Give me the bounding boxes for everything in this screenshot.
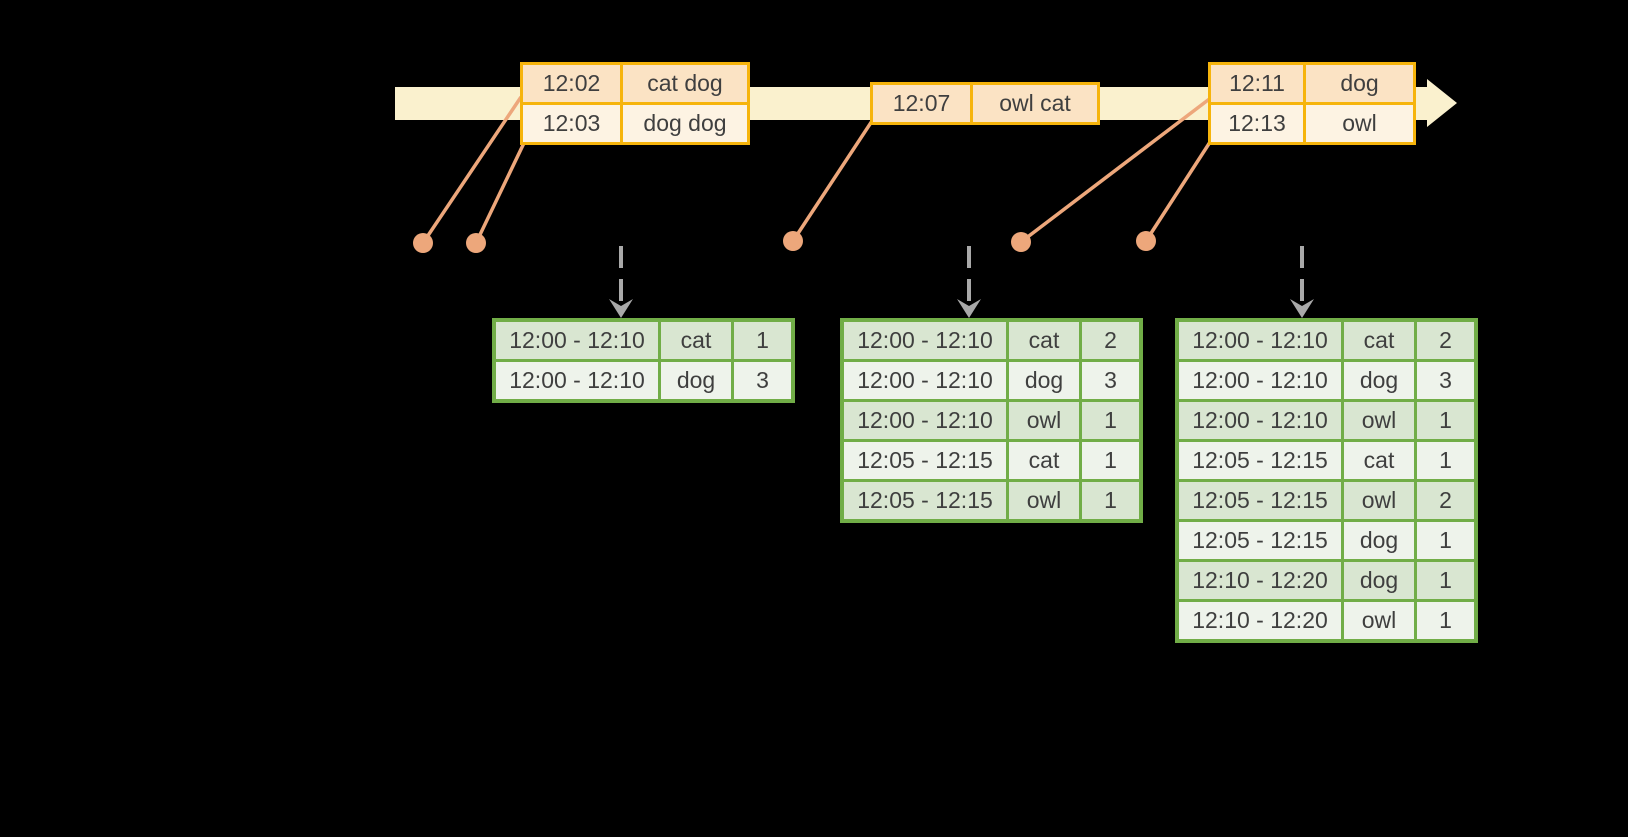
table-cell: 1 — [1079, 399, 1143, 442]
table-cell: 1 — [1414, 599, 1478, 643]
table-cell: owl — [1006, 399, 1082, 442]
table-cell: 1 — [731, 318, 795, 362]
table-cell: 2 — [1414, 318, 1478, 362]
trigger-arrowhead-icon — [609, 299, 633, 318]
table-cell: 12:00 - 12:10 — [1175, 359, 1344, 402]
table-cell: 1 — [1414, 399, 1478, 442]
table-cell: 3 — [731, 359, 795, 403]
table-cell: cat — [1341, 318, 1417, 362]
table-cell: dog dog — [620, 102, 750, 145]
table-cell: owl cat — [970, 82, 1100, 125]
table-cell: owl — [1341, 599, 1417, 643]
table-cell: 12:05 - 12:15 — [1175, 519, 1344, 562]
table-cell: cat — [1006, 318, 1082, 362]
table-cell: 3 — [1079, 359, 1143, 402]
table-cell: 12:13 — [1208, 102, 1306, 145]
table-cell: dog — [1341, 359, 1417, 402]
table-cell: 1 — [1079, 479, 1143, 523]
trigger-arrowhead-icon — [957, 299, 981, 318]
table-cell: owl — [1006, 479, 1082, 523]
table-cell: cat — [1341, 439, 1417, 482]
connector-line — [1019, 95, 1214, 244]
connector-line — [1144, 138, 1214, 242]
table-cell: 12:00 - 12:10 — [840, 359, 1009, 402]
table-cell: 12:05 - 12:15 — [840, 439, 1009, 482]
table-cell: dog — [1006, 359, 1082, 402]
table-cell: 2 — [1414, 479, 1478, 522]
trigger-arrows — [609, 246, 1314, 318]
event-dot — [1011, 232, 1031, 252]
table-cell: 12:03 — [520, 102, 623, 145]
table-cell: cat — [1006, 439, 1082, 482]
table-cell: 12:02 — [520, 62, 623, 105]
table-cell: 12:00 - 12:10 — [1175, 318, 1344, 362]
table-cell: 12:07 — [870, 82, 973, 125]
table-cell: 12:11 — [1208, 62, 1306, 105]
event-dots — [413, 231, 1156, 253]
connector-line — [474, 142, 526, 244]
table-cell: dog — [1341, 519, 1417, 562]
event-dot — [1136, 231, 1156, 251]
table-cell: 3 — [1414, 359, 1478, 402]
table-cell: dog — [658, 359, 734, 403]
table-cell: 12:05 - 12:15 — [1175, 439, 1344, 482]
table-cell: owl — [1303, 102, 1416, 145]
table-cell: 12:00 - 12:10 — [1175, 399, 1344, 442]
table-cell: 2 — [1079, 318, 1143, 362]
table-cell: 1 — [1414, 519, 1478, 562]
table-cell: 12:10 - 12:20 — [1175, 559, 1344, 602]
table-cell: 12:05 - 12:15 — [840, 479, 1009, 523]
event-dot — [466, 233, 486, 253]
table-cell: dog — [1341, 559, 1417, 602]
table-cell: 12:10 - 12:20 — [1175, 599, 1344, 643]
connector-line — [791, 120, 874, 242]
table-cell: 1 — [1079, 439, 1143, 482]
table-cell: 1 — [1414, 559, 1478, 602]
connector-lines — [421, 95, 1214, 244]
table-cell: owl — [1341, 399, 1417, 442]
table-cell: 12:00 - 12:10 — [840, 318, 1009, 362]
event-dot — [783, 231, 803, 251]
table-cell: 12:00 - 12:10 — [840, 399, 1009, 442]
table-cell: 12:00 - 12:10 — [492, 359, 661, 403]
table-cell: 12:00 - 12:10 — [492, 318, 661, 362]
table-cell: cat — [658, 318, 734, 362]
table-cell: 12:05 - 12:15 — [1175, 479, 1344, 522]
table-cell: dog — [1303, 62, 1416, 105]
table-cell: cat dog — [620, 62, 750, 105]
table-cell: 1 — [1414, 439, 1478, 482]
trigger-arrowhead-icon — [1290, 299, 1314, 318]
table-cell: owl — [1341, 479, 1417, 522]
connector-line — [421, 96, 523, 244]
event-dot — [413, 233, 433, 253]
